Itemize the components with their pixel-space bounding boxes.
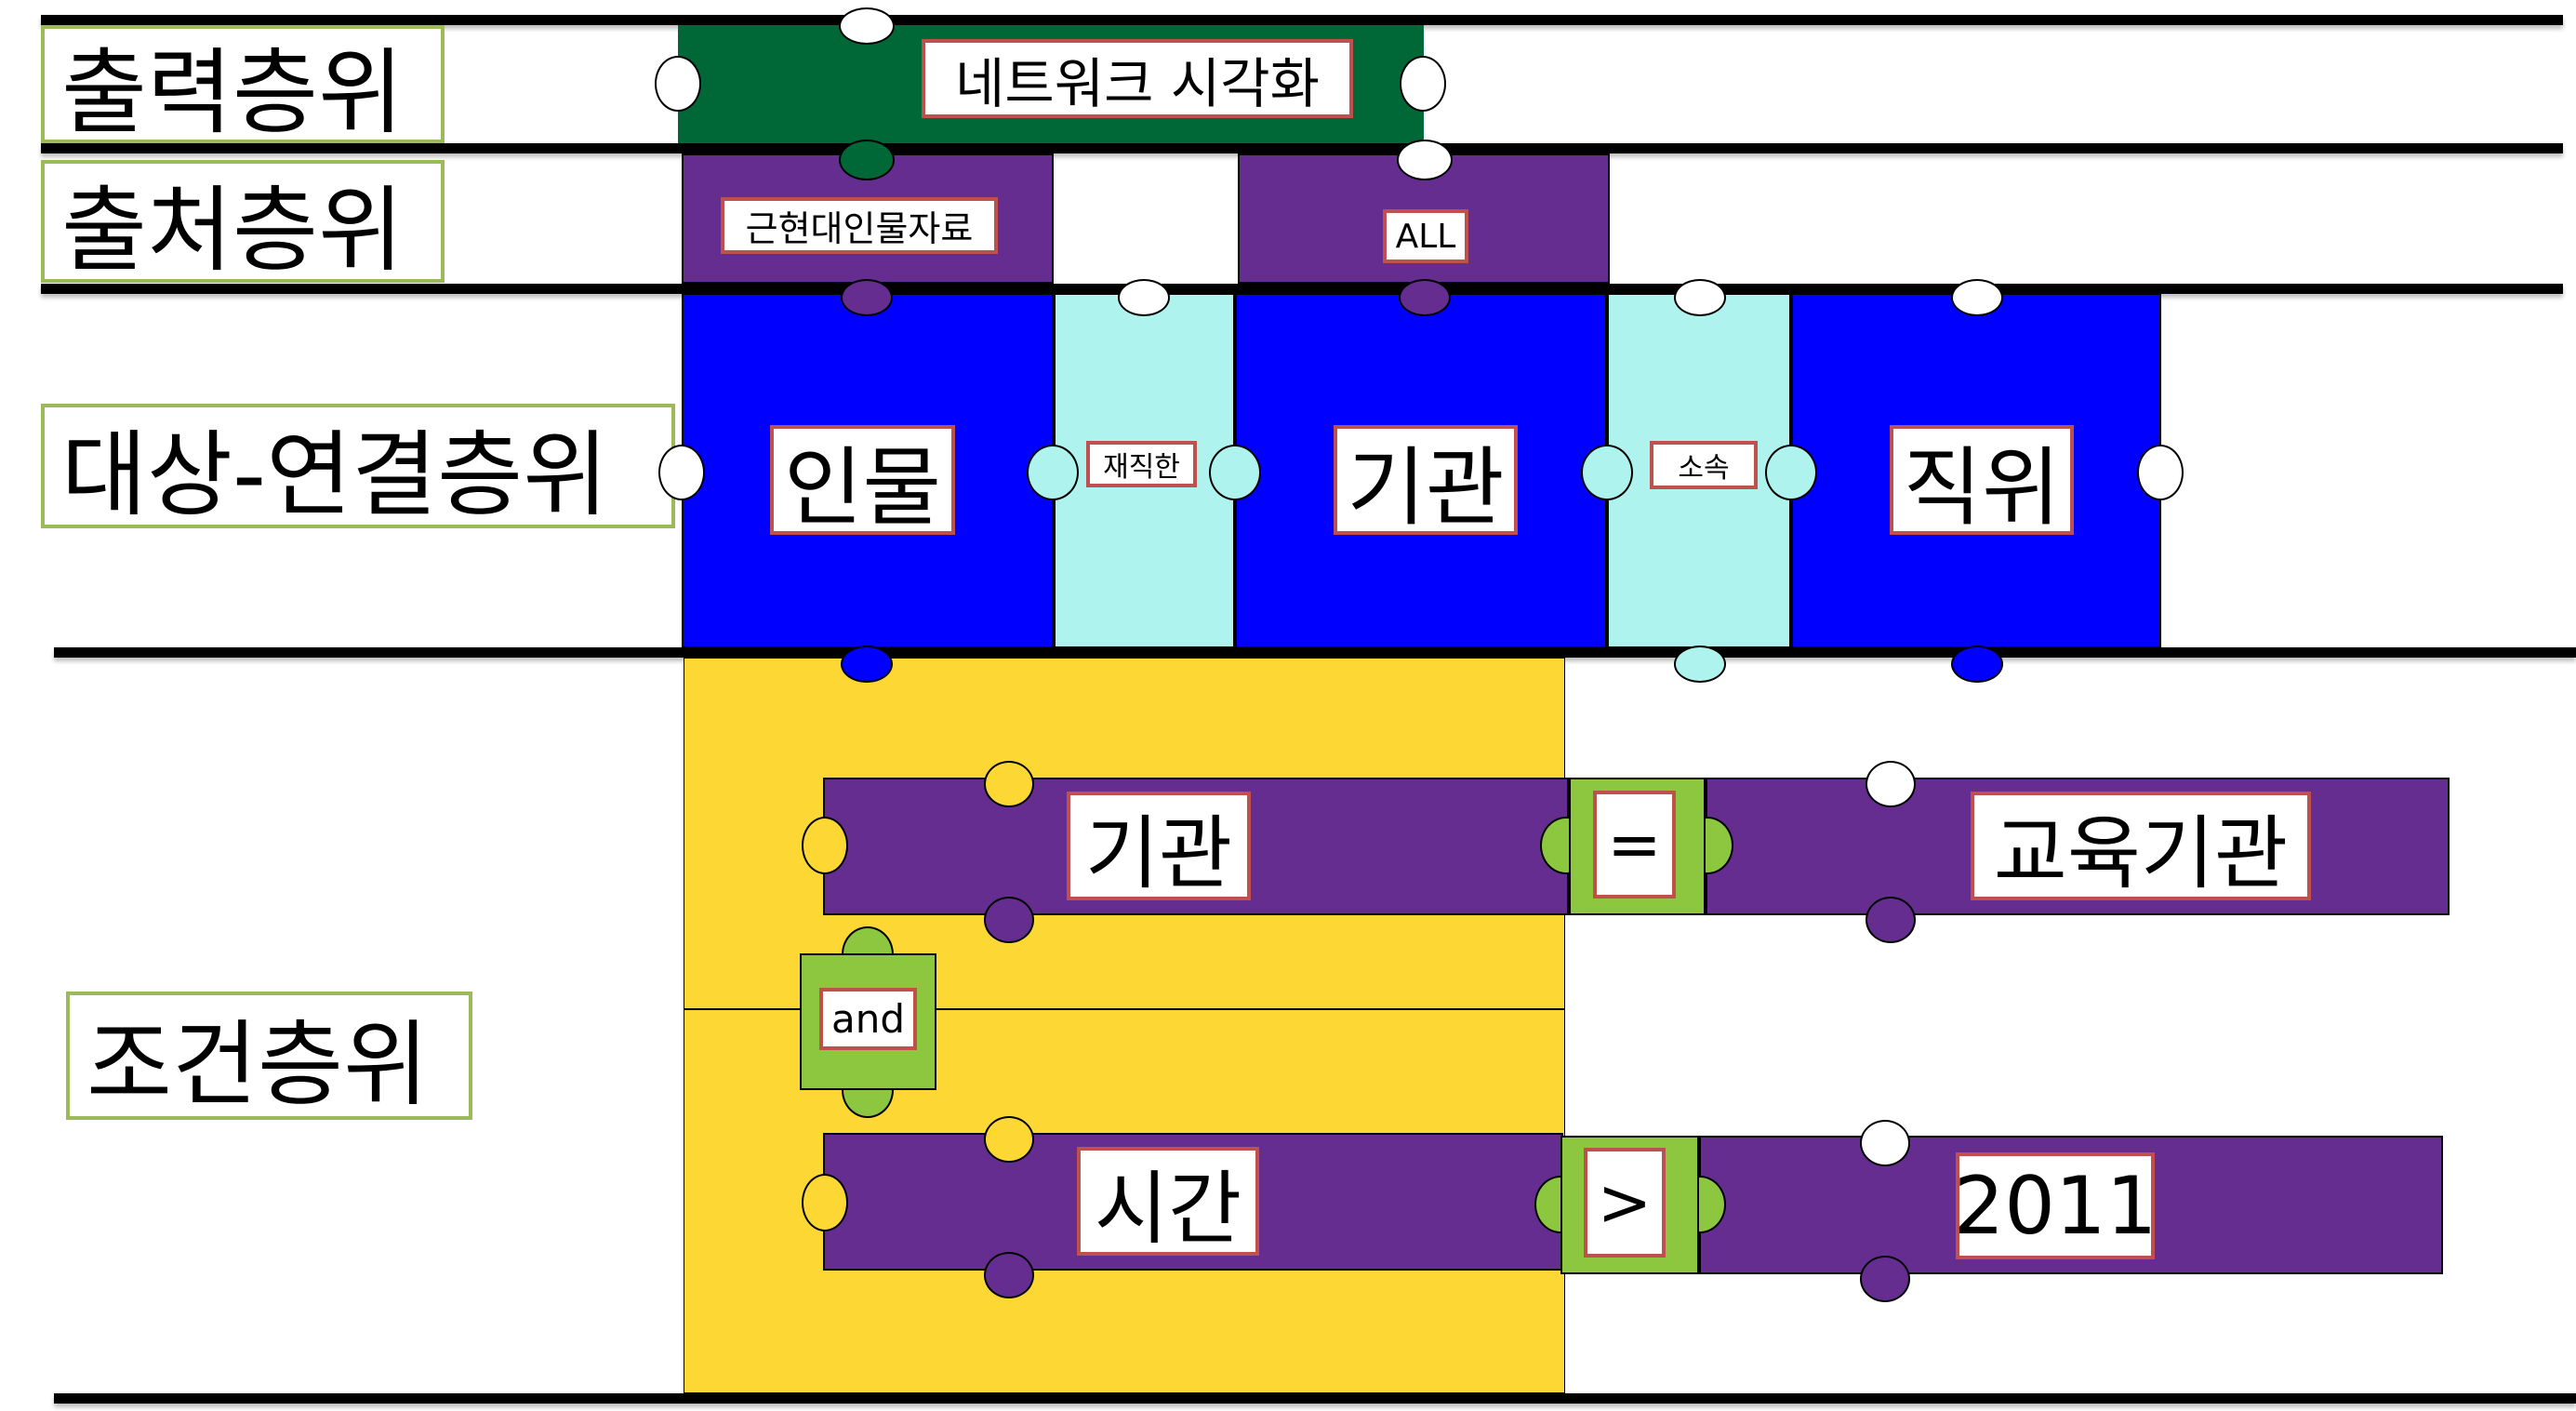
notch <box>1400 56 1446 112</box>
notch <box>841 279 893 316</box>
notch <box>1027 445 1079 500</box>
condition-2-value-label[interactable]: 2011 <box>1954 1152 2157 1259</box>
condition-2-operator-label[interactable]: > <box>1584 1148 1666 1258</box>
output-label[interactable]: 네트워크 시각화 <box>922 39 1353 118</box>
notch <box>1581 445 1633 500</box>
layer-label-source: 출처층위 <box>41 160 445 285</box>
notch <box>1951 646 2003 683</box>
layer-label-condition: 조건층위 <box>66 992 472 1120</box>
notch <box>984 1116 1034 1163</box>
layer-divider <box>54 647 2576 658</box>
notch <box>658 445 705 500</box>
object-label-1[interactable]: 인물 <box>770 425 955 538</box>
notch <box>984 897 1034 943</box>
notch <box>839 140 895 180</box>
condition-1-value-label[interactable]: 교육기관 <box>1971 792 2311 900</box>
notch <box>802 817 848 874</box>
notch <box>1866 897 1916 943</box>
notch <box>2137 445 2184 500</box>
layer-divider <box>54 1393 2576 1404</box>
object-label-3[interactable]: 직위 <box>1890 425 2074 538</box>
layer-divider <box>41 15 2563 25</box>
notch <box>1209 445 1261 500</box>
object-block-2[interactable] <box>1235 293 1607 648</box>
source-label-1[interactable]: 근현대인물자료 <box>721 197 998 254</box>
link-label-2[interactable]: 소속 <box>1650 441 1758 489</box>
notch <box>1860 1256 1910 1302</box>
notch <box>839 7 895 45</box>
notch <box>1399 279 1451 316</box>
notch <box>1397 140 1453 180</box>
condition-divider <box>684 1008 1565 1010</box>
condition-1-field-label[interactable]: 기관 <box>1067 792 1251 900</box>
notch <box>1674 279 1726 316</box>
logic-label[interactable]: and <box>819 988 917 1050</box>
condition-2-field-label[interactable]: 시간 <box>1077 1147 1259 1256</box>
condition-1-operator-label[interactable]: = <box>1593 791 1676 899</box>
notch <box>1118 279 1170 316</box>
notch <box>1860 1120 1910 1166</box>
link-label-1[interactable]: 재직한 <box>1086 441 1197 487</box>
object-label-2[interactable]: 기관 <box>1334 425 1518 538</box>
notch <box>841 646 893 683</box>
notch <box>1866 761 1916 807</box>
notch <box>655 56 701 112</box>
layer-divider <box>41 143 2563 153</box>
notch <box>1951 279 2003 316</box>
notch <box>1674 646 1726 683</box>
notch <box>984 1252 1034 1298</box>
source-label-2[interactable]: ALL <box>1383 209 1468 263</box>
layer-label-output: 출력층위 <box>41 25 445 147</box>
layer-divider <box>41 284 2563 294</box>
notch <box>802 1174 848 1231</box>
layer-label-object-link: 대상-연결층위 <box>41 404 675 529</box>
notch <box>1765 445 1817 500</box>
notch <box>984 761 1034 807</box>
